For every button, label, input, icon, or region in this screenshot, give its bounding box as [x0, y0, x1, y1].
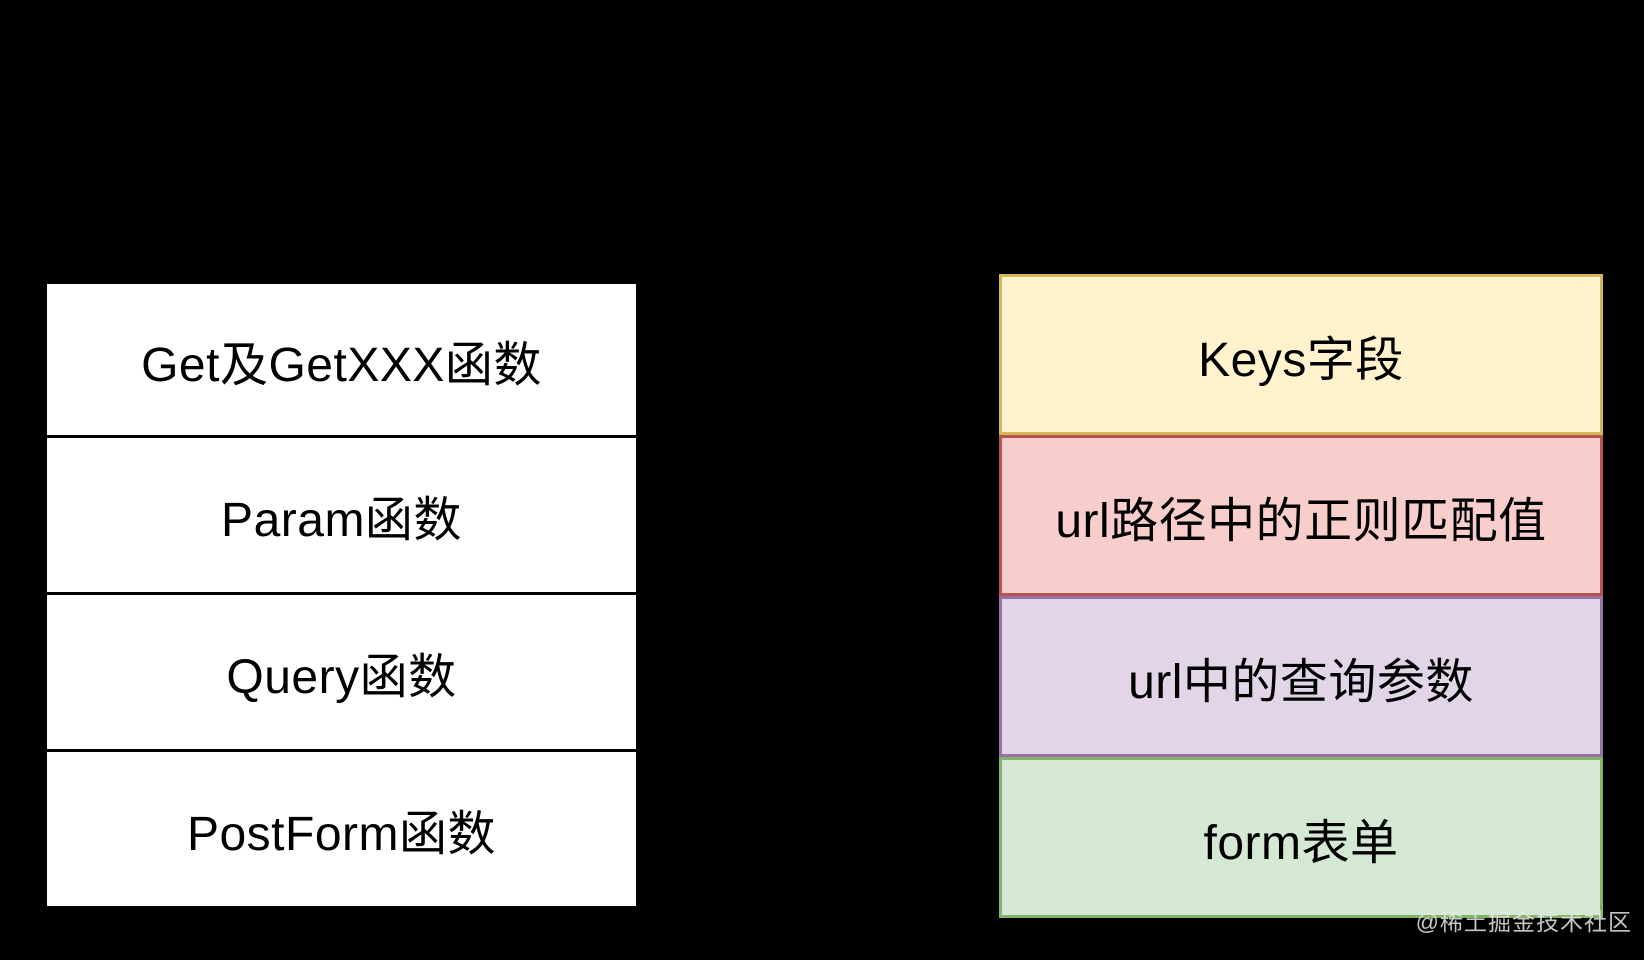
right-row-form-label: form表单	[1203, 816, 1399, 870]
right-row-url-query: url中的查询参数	[999, 596, 1603, 757]
right-row-url-regex: url路径中的正则匹配值	[999, 435, 1603, 596]
watermark: @稀土掘金技术社区	[1415, 909, 1632, 935]
right-row-keys: Keys字段	[999, 274, 1603, 435]
left-row-postform-label: PostForm函数	[186, 808, 497, 861]
left-row-get-label: Get及GetXXX函数	[141, 338, 542, 392]
right-row-keys-label: Keys字段	[1198, 333, 1404, 387]
left-row-query: Query函数	[44, 595, 639, 752]
right-row-form: form表单	[999, 757, 1603, 918]
right-row-url-query-label: url中的查询参数	[1128, 655, 1474, 709]
left-row-param-label: Param函数	[221, 494, 462, 547]
left-table-functions: Get及GetXXX函数 Param函数 Query函数 PostForm函数	[44, 281, 639, 909]
left-row-get: Get及GetXXX函数	[44, 281, 639, 438]
left-row-param: Param函数	[44, 438, 639, 595]
right-table-sources: Keys字段 url路径中的正则匹配值 url中的查询参数 form表单	[999, 274, 1603, 918]
left-row-postform: PostForm函数	[44, 752, 639, 909]
left-row-query-label: Query函数	[226, 651, 457, 704]
right-row-url-regex-label: url路径中的正则匹配值	[1055, 494, 1547, 548]
